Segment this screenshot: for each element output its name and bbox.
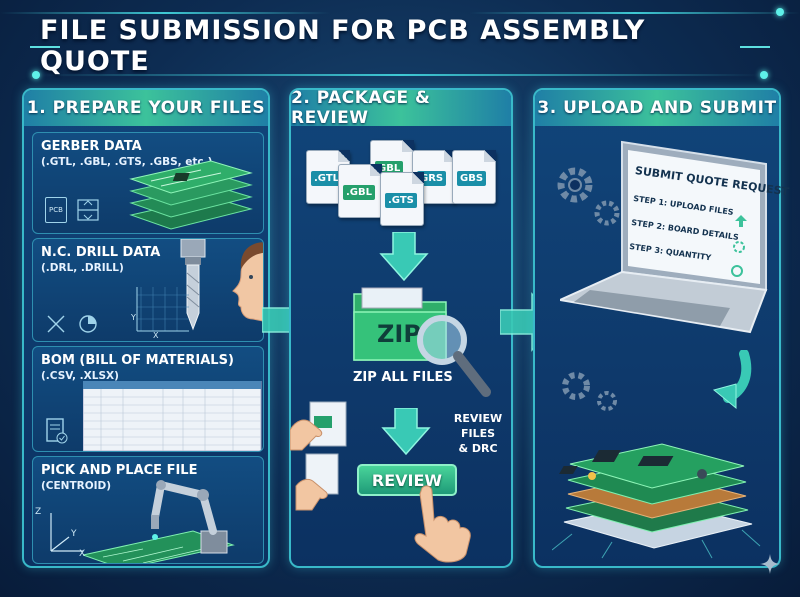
decoration-dot <box>776 8 784 16</box>
drill-axis-y-label: Y <box>131 313 136 322</box>
gear-icon <box>594 200 620 226</box>
curved-arrow-down-icon <box>712 350 752 410</box>
loading-icon <box>733 241 745 253</box>
file-tag: GRS <box>417 171 447 186</box>
sparkle-icon <box>760 554 780 574</box>
gear-icon <box>562 372 590 400</box>
laptop-icon <box>560 140 768 334</box>
axis-icon <box>50 513 83 552</box>
grid-chart-icon <box>136 287 189 332</box>
file-gbs: GBS <box>452 150 496 204</box>
drill-bit-icon <box>180 239 206 331</box>
spreadsheet-icon <box>83 381 262 451</box>
file-gbl: .GBL <box>338 164 382 218</box>
pie-chart-icon <box>79 315 97 333</box>
file-tag: GBS <box>457 171 487 186</box>
card-bom: BOM (BILL OF MATERIALS) (.CSV, .XLSX) <box>32 346 264 452</box>
axis-x-label: X <box>79 549 86 559</box>
review-note-line: FILES <box>460 427 496 440</box>
stacked-pcb-layers-icon <box>129 160 253 230</box>
gear-small-icon <box>731 265 743 277</box>
hand-pointer-icon <box>414 485 471 563</box>
axis-z-label: Z <box>35 507 42 517</box>
card-title: GERBER DATA <box>41 139 142 154</box>
arrow-down-icon <box>381 408 431 456</box>
review-note-line: & DRC <box>458 442 498 455</box>
hand-holding-file-icon <box>295 453 339 511</box>
card-drill-data: N.C. DRILL DATA (.DRL, .DRILL) Y X <box>32 238 264 342</box>
expand-icon <box>47 315 65 333</box>
assembled-pcb-stack-icon <box>552 443 761 559</box>
axis-y-label: Y <box>71 529 77 539</box>
top-decoration-line-left <box>0 12 330 14</box>
card-subtitle: (CENTROID) <box>41 480 112 492</box>
gear-icon <box>597 391 617 411</box>
card-title: PICK AND PLACE FILE <box>41 463 198 478</box>
zip-label: ZIP <box>377 320 421 348</box>
upload-icon <box>735 215 747 227</box>
document-check-icon <box>46 418 68 444</box>
file-gts: .GTS <box>380 172 424 226</box>
card-title: N.C. DRILL DATA <box>41 245 161 260</box>
review-note-line: REVIEW <box>453 412 503 425</box>
panel-heading-package: 2. PACKAGE & REVIEW <box>291 90 511 128</box>
hand-holding-file-icon <box>290 401 347 451</box>
card-gerber-data: GERBER DATA (.GTL, .GBL, .GTS, .GBS, etc… <box>32 132 264 234</box>
gear-icon <box>557 167 593 203</box>
magnifier-icon <box>417 315 491 397</box>
zip-caption: ZIP ALL FILES <box>353 370 453 385</box>
decoration-dot <box>32 71 40 79</box>
panel-heading-upload: 3. UPLOAD AND SUBMIT <box>535 90 779 126</box>
review-note: REVIEW FILES & DRC <box>452 411 504 456</box>
page-title: FILE SUBMISSION FOR PCB ASSEMBLY QUOTE <box>40 15 646 77</box>
panel-prepare-files: 1. PREPARE YOUR FILES GERBER DATA (.GTL,… <box>22 88 270 568</box>
robot-arm-icon <box>83 480 235 563</box>
card-subtitle: (.CSV, .XLSX) <box>41 370 119 382</box>
file-tag: .GTL <box>311 171 343 186</box>
file-tag: .GTS <box>385 193 417 208</box>
pcb-file-icon: PCB <box>45 197 67 223</box>
card-subtitle: (.GTL, .GBL, .GTS, .GBS, etc.) <box>41 156 213 168</box>
file-tag: .GBL <box>343 185 376 200</box>
top-decoration-line-right <box>470 12 800 14</box>
title-underline <box>40 74 760 76</box>
layer-compare-icon <box>77 199 99 221</box>
card-title: BOM (BILL OF MATERIALS) <box>41 353 234 368</box>
card-subtitle: (.DRL, .DRILL) <box>41 262 124 274</box>
arrow-down-icon <box>379 232 429 282</box>
title-bar: FILE SUBMISSION FOR PCB ASSEMBLY QUOTE <box>30 15 770 77</box>
decoration-dot <box>760 71 768 79</box>
card-pick-and-place: PICK AND PLACE FILE (CENTROID) Z Y X <box>32 456 264 564</box>
person-face-icon <box>232 242 263 322</box>
panel-heading-prepare: 1. PREPARE YOUR FILES <box>24 90 268 126</box>
drill-axis-x-label: X <box>153 331 159 340</box>
review-button[interactable]: REVIEW <box>357 464 457 496</box>
